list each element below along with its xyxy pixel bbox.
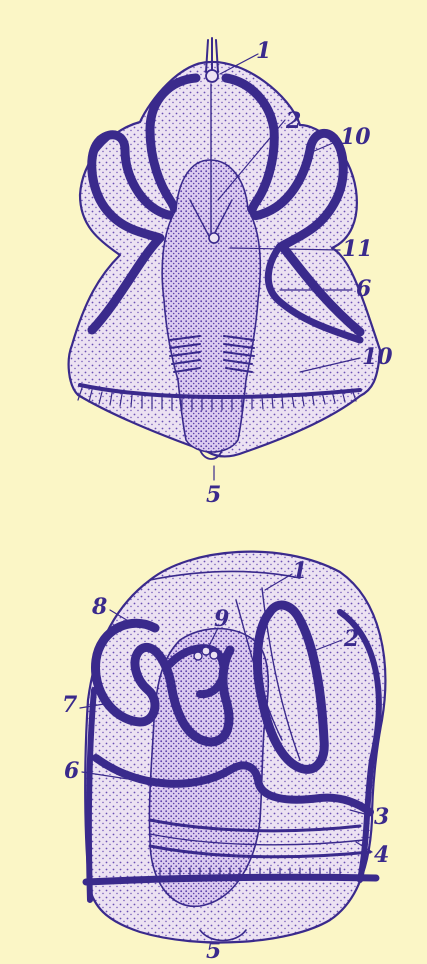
bottom-label-1: 1 — [292, 560, 307, 582]
top-label-1: 1 — [256, 40, 271, 62]
top-label-2: 2 — [286, 110, 301, 132]
top-organ-dot — [209, 233, 219, 243]
bottom-label-8: 8 — [92, 596, 107, 618]
top-label-5: 5 — [206, 484, 221, 506]
bottom-label-3: 3 — [374, 806, 389, 828]
bottom-label-5: 5 — [206, 940, 221, 962]
bottom-label-7: 7 — [62, 694, 77, 716]
bottom-larva — [80, 552, 385, 943]
bottom-label-2: 2 — [344, 628, 359, 650]
top-label-11: 11 — [342, 238, 373, 260]
bottom-label-6: 6 — [64, 760, 79, 782]
top-label-6: 6 — [356, 278, 371, 300]
bottom-label-9: 9 — [214, 608, 229, 630]
top-apical-organ — [206, 70, 218, 82]
bottom-label-4: 4 — [374, 844, 389, 866]
top-larva — [69, 38, 380, 480]
top-label-10a: 10 — [340, 126, 371, 148]
top-label-10b: 10 — [362, 346, 393, 368]
